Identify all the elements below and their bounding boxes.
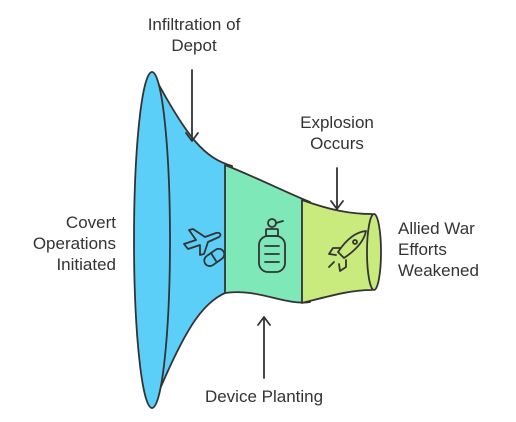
label-covert-operations: Covert Operations Initiated [32, 213, 116, 274]
label-infiltration: Infiltration of Depot [147, 15, 241, 55]
funnel-stage-2 [224, 164, 311, 304]
airplane-icon [183, 228, 222, 256]
funnel-opening [133, 71, 171, 409]
funnel-end-cap [366, 213, 382, 291]
funnel-stage-3 [301, 199, 373, 304]
arrow-device [257, 316, 271, 379]
label-allied-war-efforts: Allied War Efforts Weakened [398, 219, 479, 280]
rocket-icon [328, 230, 367, 272]
label-device-planting: Device Planting [204, 387, 324, 406]
arrow-infiltration [185, 69, 199, 142]
pill-icon [203, 247, 226, 267]
grenade-icon [258, 218, 286, 273]
arrow-explosion [330, 167, 344, 210]
label-explosion: Explosion Occurs [300, 113, 374, 153]
